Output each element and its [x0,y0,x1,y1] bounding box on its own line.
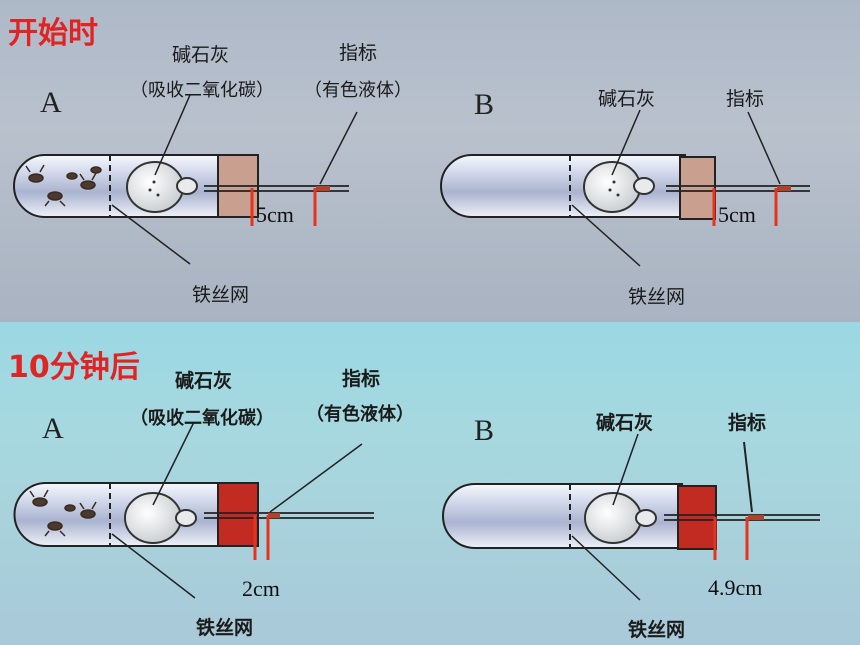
liquid-drop-b-start [777,186,791,191]
sodalime-bag-b-after [584,492,657,544]
label-mesh-a-start: 铁丝网 [192,284,250,306]
insects-a-start [25,164,102,207]
liquid-drop-a-start [316,186,330,191]
sodalime-bag-b-start [583,161,655,213]
sodalime-bag-a-after [124,492,197,544]
label-letter-b-start: B [474,88,495,121]
leader-sodalime-a-start [154,94,191,176]
label-sodalime-b-after: 碱石灰 [596,412,654,434]
after-diagram [13,421,820,601]
start-panel: 开始时 [0,0,860,322]
after-title: 10分钟后 [8,350,140,385]
label-mesh-b-start: 铁丝网 [628,286,686,308]
leader-mesh-a-start [111,204,191,265]
leader-indicator-b-start [747,111,781,185]
label-distance-b-start: 5cm [718,202,756,227]
tube-a-after [13,421,374,599]
tube-a-start [13,94,358,265]
leader-sodalime-a-after [152,421,195,506]
leader-indicator-a-after [269,443,363,513]
label-mesh-a-after: 铁丝网 [196,617,254,639]
label-letter-a-after: A [42,412,64,445]
leader-sodalime-b-start [611,109,641,176]
liquid-drop-a-after [268,513,280,518]
label-letter-a-start: A [40,86,62,119]
stopper-a-after [217,482,259,547]
stopper-b-after [677,485,717,550]
label-distance-a-start: 5cm [256,202,294,227]
start-title: 开始时 [8,16,98,51]
label-indicator-note-a-start: （有色液体） [304,80,412,101]
label-sodalime-a-after: 碱石灰 [175,370,233,392]
sodalime-bag-a-start [126,161,198,213]
leader-mesh-b-start [571,204,641,267]
leader-mesh-a-after [111,533,196,599]
tube-b-after [442,433,820,601]
label-indicator-b-after: 指标 [728,412,767,434]
leader-mesh-b-after [571,535,641,601]
label-distance-b-after: 4.9cm [708,575,763,600]
start-diagram [13,94,810,267]
label-indicator-a-start: 指标 [339,42,378,64]
label-letter-b-after: B [474,414,495,447]
insects-a-after [29,489,97,537]
leader-indicator-b-after [743,441,753,513]
label-sodalime-b-start: 碱石灰 [598,88,656,110]
label-sodalime-a-start: 碱石灰 [172,44,230,66]
tube-b-start [440,109,810,267]
stopper-b-start [679,156,716,220]
liquid-drop-b-after [748,515,764,520]
label-indicator-a-after: 指标 [342,368,381,390]
after-panel: 10分钟后 [0,322,860,645]
label-distance-a-after: 2cm [242,576,280,601]
label-indicator-note-a-after: （有色液体） [306,404,414,425]
leader-indicator-a-start [319,111,358,185]
leader-sodalime-b-after [612,433,639,506]
label-sodalime-note-a-start: （吸收二氧化碳） [130,80,274,101]
label-sodalime-note-a-after: （吸收二氧化碳） [130,408,274,429]
label-mesh-b-after: 铁丝网 [628,619,686,641]
label-indicator-b-start: 指标 [726,88,765,110]
